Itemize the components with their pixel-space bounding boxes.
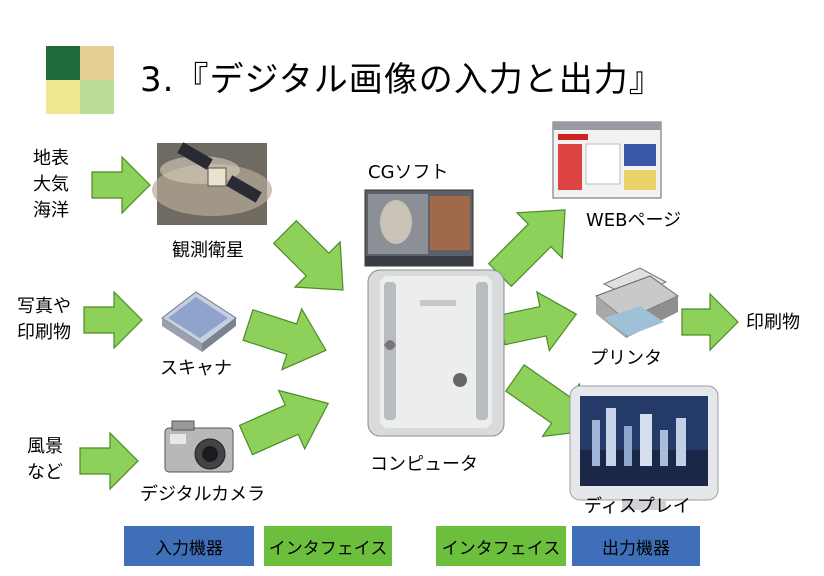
- scanner-label: スキャナ: [160, 358, 232, 379]
- arrow-camera-to-computer: [238, 389, 330, 456]
- arrow-nature-to-satellite: [91, 155, 151, 215]
- display-label: ディスプレイ: [584, 496, 691, 517]
- camera-image: [164, 420, 234, 473]
- camera-source-text: 風景 など: [27, 436, 63, 483]
- interface-left-text: インタフェイス: [268, 538, 388, 559]
- cg-software-label: CGソフト: [368, 162, 449, 183]
- satellite-source-text: 地表 大気 海洋: [33, 148, 69, 221]
- arrow-scene-to-camera: [79, 431, 139, 491]
- output-devices-text: 出力機器: [602, 538, 670, 559]
- logo-square-yellow: [46, 80, 80, 114]
- display-image: [569, 385, 719, 510]
- output-devices-box: 出力機器: [572, 526, 700, 566]
- interface-right-box: インタフェイス: [436, 526, 566, 566]
- cg-software-image: [364, 189, 474, 267]
- printer-image: [594, 267, 679, 338]
- input-devices-box: 入力機器: [124, 526, 254, 566]
- logo-square-light-green: [80, 80, 114, 114]
- web-page-label: WEBページ: [586, 210, 682, 231]
- title-logo: [46, 46, 136, 136]
- arrow-satellite-to-computer: [272, 219, 344, 291]
- arrow-computer-to-web: [487, 209, 566, 288]
- printer-label: プリンタ: [590, 348, 662, 369]
- interface-left-box: インタフェイス: [264, 526, 392, 566]
- satellite-label: 観測衛星: [172, 240, 244, 261]
- arrow-scanner-to-computer: [242, 307, 327, 371]
- logo-square-tan: [80, 46, 114, 80]
- scanner-image: [161, 291, 237, 352]
- scanner-source-text: 写真や 印刷物: [17, 296, 71, 343]
- logo-square-dark-green: [46, 46, 80, 80]
- interface-right-text: インタフェイス: [441, 538, 561, 559]
- computer-label: コンピュータ: [370, 454, 478, 475]
- print-output-label: 印刷物: [746, 312, 800, 333]
- camera-label: デジタルカメラ: [140, 484, 266, 505]
- arrow-photo-to-scanner: [83, 290, 143, 350]
- arrow-printer-to-print: [681, 292, 739, 352]
- web-page-image: [552, 121, 662, 199]
- satellite-image: [152, 142, 272, 225]
- page-title: 3.『デジタル画像の入力と出力』: [140, 60, 664, 100]
- arrow-computer-to-printer: [498, 290, 578, 353]
- input-devices-text: 入力機器: [155, 538, 223, 559]
- computer-image: [367, 269, 505, 437]
